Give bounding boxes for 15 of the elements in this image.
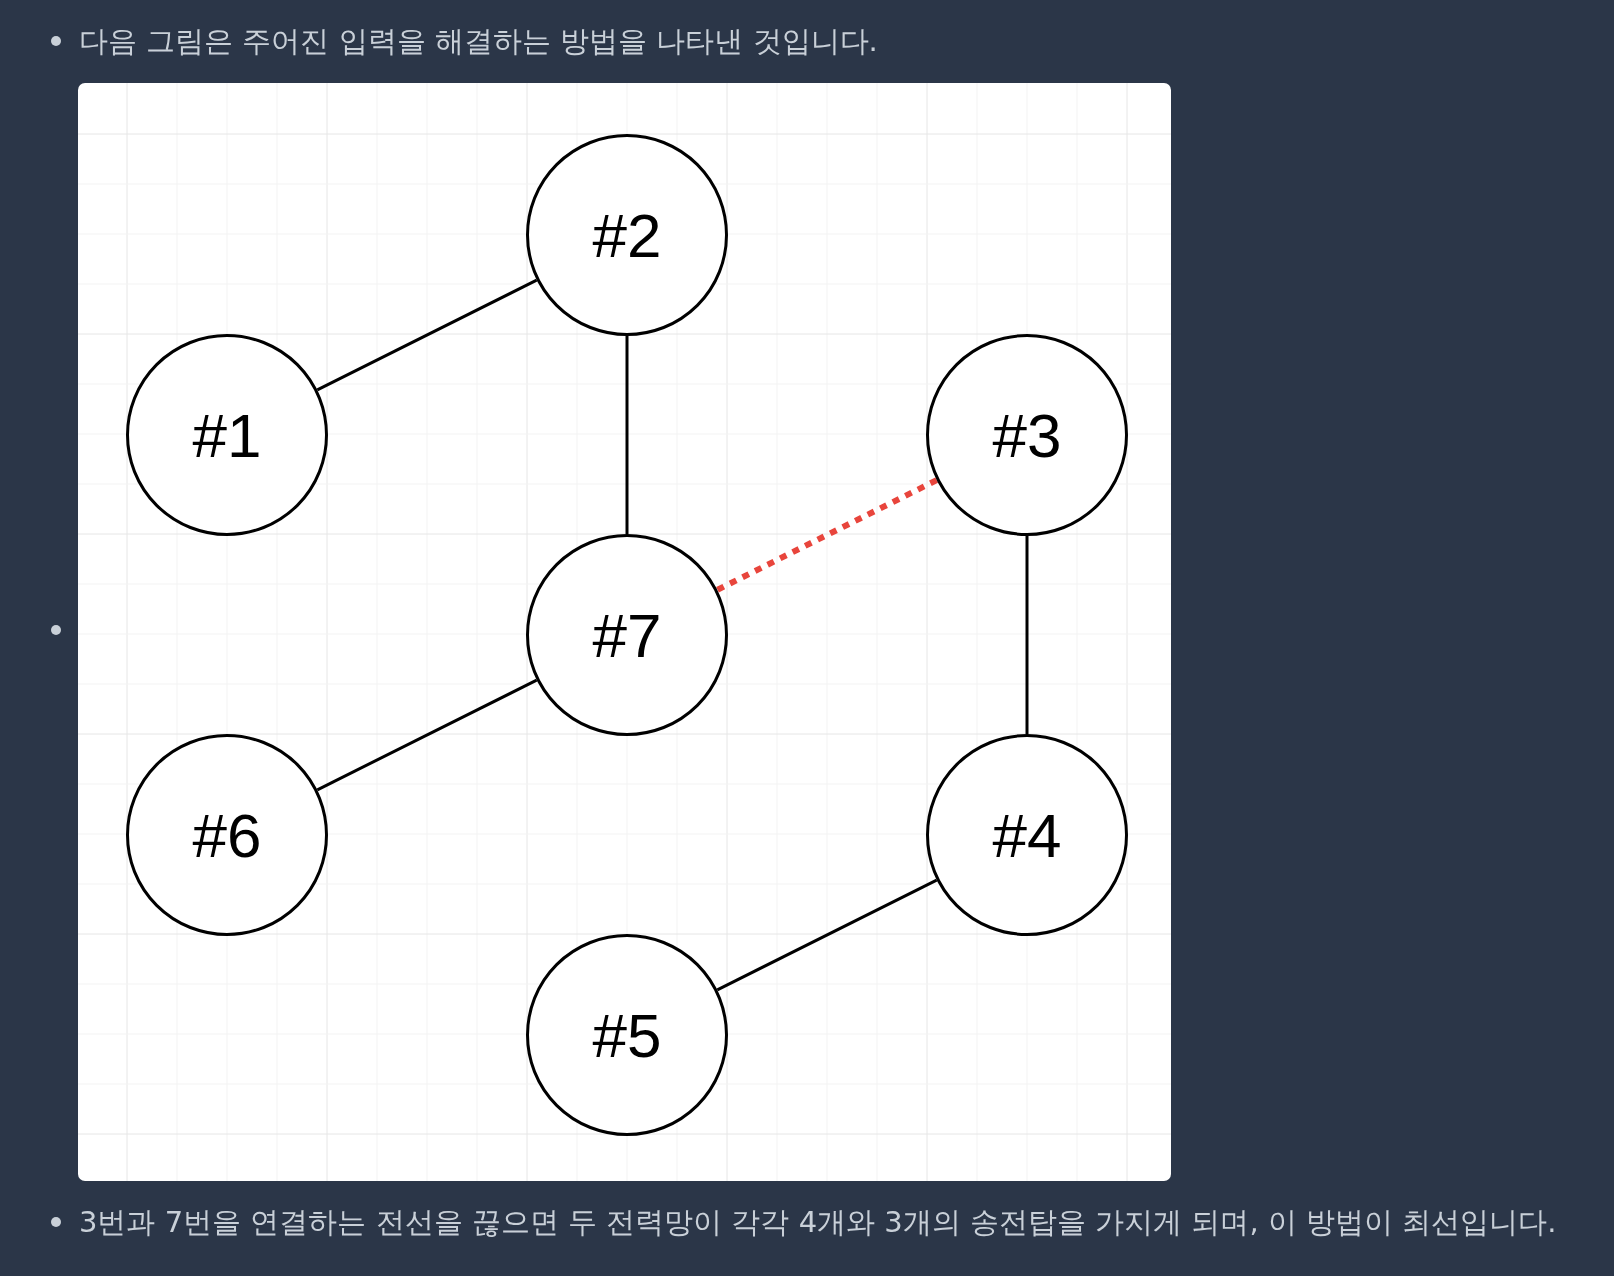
dotted-line: [716, 477, 938, 593]
connector-line: [1025, 536, 1029, 734]
connector-line: [316, 678, 538, 792]
circle-node: #5: [526, 934, 728, 1136]
connector-line: [316, 278, 538, 392]
circle-node: #3: [926, 334, 1128, 536]
sentence-text: 다음 그림은 주어진 입력을 해결하는 방법을 나타낸 것입니다.: [79, 23, 878, 60]
connector-line: [716, 878, 938, 992]
circle-node: #1: [126, 334, 328, 536]
circle-node: #2: [526, 134, 728, 336]
circle-node: #7: [526, 534, 728, 736]
circle-node: #6: [126, 734, 328, 936]
circle-node: #4: [926, 734, 1128, 936]
connector-line: [625, 336, 629, 534]
sentence-text: 3번과 7번을 연결하는 전선을 끊으면 두 전력망이 각각 4개와 3개의 송전탑을 가지게 되며, 이 방법이 최선입니다.: [79, 1204, 1557, 1241]
